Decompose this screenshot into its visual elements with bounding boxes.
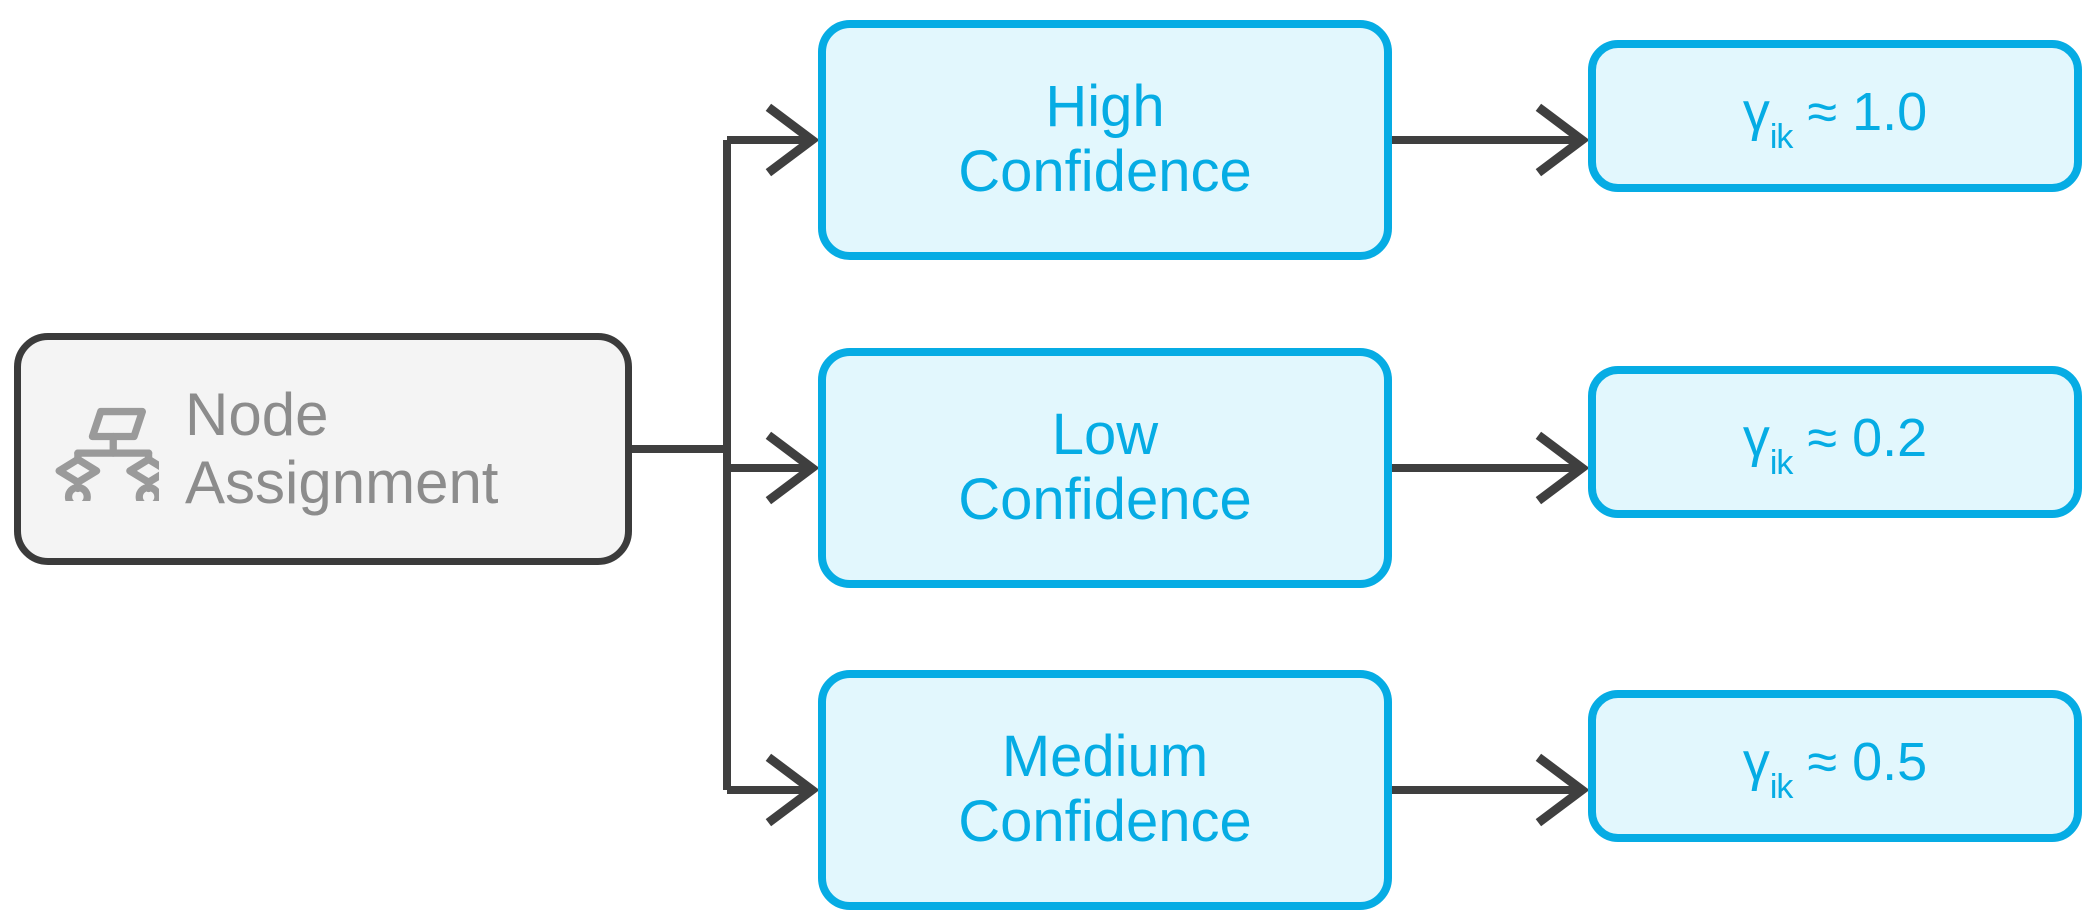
gamma-symbol-low: γ	[1742, 408, 1770, 469]
node-assignment-box[interactable]: Node Assignment	[14, 333, 632, 565]
gamma-label-high: γik ≈ 1.0	[1742, 81, 1928, 156]
confidence-box-medium[interactable]: Medium Confidence	[818, 670, 1392, 910]
gamma-box-high[interactable]: γik ≈ 1.0	[1588, 40, 2082, 192]
gamma-label-low: γik ≈ 0.2	[1742, 407, 1928, 482]
gamma-relation-low: ≈	[1807, 408, 1838, 469]
confidence-label-medium: Medium Confidence	[958, 724, 1252, 854]
confidence-label-high: High Confidence	[958, 74, 1252, 204]
arrowhead-gamma-low	[1535, 431, 1590, 505]
gamma-value-low: 0.2	[1852, 408, 1928, 469]
gamma-box-medium[interactable]: γik ≈ 0.5	[1588, 690, 2082, 842]
gamma-subscript-high: ik	[1769, 117, 1794, 156]
arrowhead-medium	[765, 753, 820, 827]
gamma-subscript-low: ik	[1769, 443, 1794, 482]
gamma-symbol-high: γ	[1742, 82, 1770, 143]
gamma-value-medium: 0.5	[1852, 732, 1928, 793]
gamma-symbol-medium: γ	[1742, 732, 1770, 793]
hierarchy-node-icon	[55, 407, 159, 501]
gamma-relation-high: ≈	[1807, 82, 1838, 143]
arrowhead-gamma-medium	[1535, 753, 1590, 827]
arrowhead-gamma-high	[1535, 103, 1590, 177]
gamma-box-low[interactable]: γik ≈ 0.2	[1588, 366, 2082, 518]
arrowhead-low	[765, 431, 820, 505]
gamma-value-high: 1.0	[1852, 82, 1928, 143]
gamma-subscript-medium: ik	[1769, 767, 1794, 806]
gamma-label-medium: γik ≈ 0.5	[1742, 731, 1928, 806]
arrowhead-high	[765, 103, 820, 177]
node-assignment-label: Node Assignment	[185, 381, 499, 516]
confidence-label-low: Low Confidence	[958, 402, 1252, 532]
confidence-box-high[interactable]: High Confidence	[818, 20, 1392, 260]
confidence-box-low[interactable]: Low Confidence	[818, 348, 1392, 588]
gamma-relation-medium: ≈	[1807, 732, 1838, 793]
